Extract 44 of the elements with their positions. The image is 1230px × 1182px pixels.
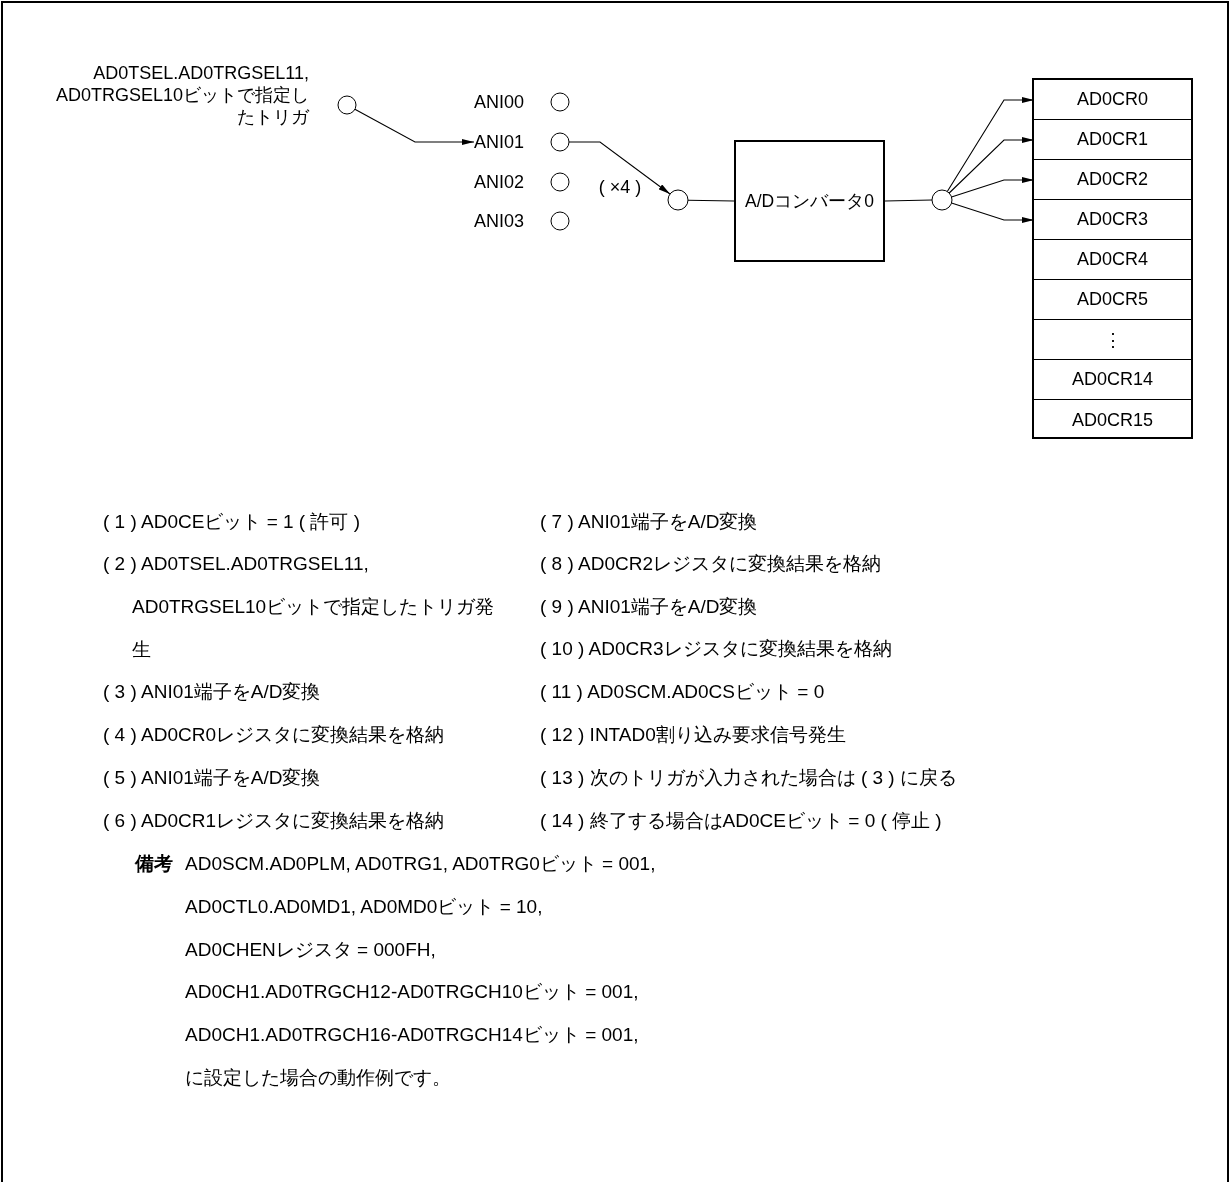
pin-label: ANI00: [474, 91, 525, 114]
register-cell: AD0CR4: [1034, 240, 1191, 280]
step-text: ( 1 ) AD0CEビット = 1 ( 許可 ): [103, 510, 361, 534]
register-cell: AD0CR3: [1034, 200, 1191, 240]
note-text: AD0CTL0.AD0MD1, AD0MD0ビット = 10,: [185, 895, 543, 919]
note-text: に設定した場合の動作例です。: [185, 1066, 451, 1090]
step-text: ( 10 ) AD0CR3レジスタに変換結果を格納: [540, 637, 892, 661]
note-text: AD0SCM.AD0PLM, AD0TRG1, AD0TRG0ビット = 001,: [185, 852, 656, 876]
step-text: ( 3 ) ANI01端子をA/D変換: [103, 680, 321, 704]
terminal-circle: [667, 189, 689, 211]
register-cell: ⋮: [1034, 320, 1191, 360]
step-text: ( 14 ) 終了する場合はAD0CEビット = 0 ( 停止 ): [540, 809, 942, 833]
register-cell: AD0CR0: [1034, 80, 1191, 120]
register-stack: [1032, 78, 1193, 439]
connector-line: [687, 199, 735, 202]
register-cell: AD0CR2: [1034, 160, 1191, 200]
step-text: ( 12 ) INTAD0割り込み要求信号発生: [540, 723, 846, 747]
register-cell: AD0CR1: [1034, 120, 1191, 160]
register-cell: AD0CR5: [1034, 280, 1191, 320]
trigger-label: AD0TSEL.AD0TRGSEL11, AD0TRGSEL10ビットで指定したトリガ: [54, 62, 309, 128]
step-text: ( 2 ) AD0TSEL.AD0TRGSEL11, AD0TRGSEL10ビットで指定したトリガ発生: [103, 552, 496, 662]
note-text: AD0CH1.AD0TRGCH12-AD0TRGCH10ビット = 001,: [185, 980, 639, 1004]
pin-label: ANI02: [474, 171, 525, 194]
terminal-circle: [931, 189, 953, 211]
step-text: ( 11 ) AD0SCM.AD0CSビット = 0: [540, 680, 825, 704]
step-text: ( 13 ) 次のトリガが入力された場合は ( 3 ) に戻る: [540, 766, 957, 790]
step-text: ( 5 ) ANI01端子をA/D変換: [103, 766, 321, 790]
pin-label: ANI03: [474, 210, 525, 233]
note-heading: 備考: [135, 852, 173, 876]
connector-line: [884, 199, 933, 202]
arrow: [354, 108, 475, 145]
step-text: ( 8 ) AD0CR2レジスタに変換結果を格納: [540, 552, 881, 576]
step-text: ( 4 ) AD0CR0レジスタに変換結果を格納: [103, 723, 444, 747]
arrow: [568, 141, 671, 195]
converter-box: A/Dコンバータ0: [734, 140, 885, 262]
step-text: ( 9 ) ANI01端子をA/D変換: [540, 595, 758, 619]
step-text: ( 6 ) AD0CR1レジスタに変換結果を格納: [103, 809, 444, 833]
register-cell: AD0CR15: [1034, 400, 1191, 440]
note-text: AD0CH1.AD0TRGCH16-AD0TRGCH14ビット = 001,: [185, 1023, 639, 1047]
edge-label: ( ×4 ): [597, 177, 643, 198]
register-cell: AD0CR14: [1034, 360, 1191, 400]
note-text: AD0CHENレジスタ = 000FH,: [185, 938, 436, 962]
step-text: ( 7 ) ANI01端子をA/D変換: [540, 510, 758, 534]
pin-label: ANI01: [474, 131, 525, 154]
